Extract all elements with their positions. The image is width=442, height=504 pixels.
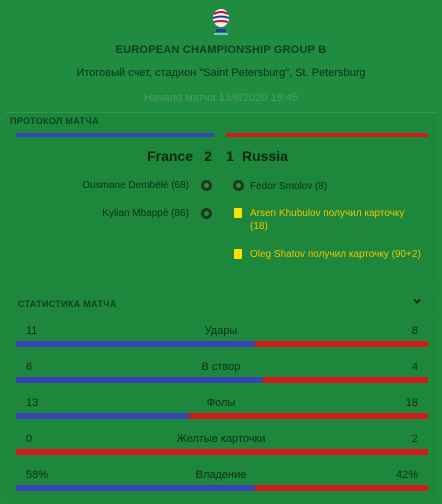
stat-comparison-bar xyxy=(16,413,428,419)
stat-home-value: 58% xyxy=(26,469,49,481)
stat-row: 0 Желтые карточки 2 xyxy=(6,426,436,462)
stats-title: СТАТИСТИКА МАТЧА xyxy=(18,299,117,309)
competition-title: EUROPEAN CHAMPIONSHIP GROUP B xyxy=(115,44,327,56)
stat-label: Удары xyxy=(204,325,238,337)
yellow-card-icon xyxy=(234,249,242,259)
stat-home-bar-fill xyxy=(16,413,189,419)
stat-home-bar-fill xyxy=(16,485,255,491)
away-card-event[interactable]: Arsen Khubulov получил карточку (18) xyxy=(250,208,405,232)
home-goal-event[interactable]: Kylian Mbappé (86) xyxy=(102,208,189,219)
home-team-name[interactable]: France xyxy=(147,148,193,164)
match-protocol-panel xyxy=(6,112,436,284)
stat-home-value: 11 xyxy=(26,325,38,337)
stat-label: В створ xyxy=(201,361,241,373)
yellow-card-icon xyxy=(234,208,242,218)
protocol-title: ПРОТОКОЛ МАТЧА xyxy=(10,116,99,126)
ball-icon xyxy=(233,180,244,191)
venue-line: Итоговый счет, стадион "Saint Petersburg… xyxy=(76,67,366,79)
kickoff-time: Начало матча 13/6/2020 19:45 xyxy=(143,92,299,104)
ball-icon xyxy=(201,208,212,219)
stat-comparison-bar xyxy=(16,377,428,383)
away-team-color-bar xyxy=(226,133,428,137)
scoreline: France 2 1 Russia xyxy=(0,148,442,166)
away-goal-event[interactable]: Fedor Smolov (8) xyxy=(250,181,328,192)
stat-away-value: 18 xyxy=(405,397,418,409)
away-goals: 1 xyxy=(226,148,234,164)
home-goal-event[interactable]: Ousmane Dembélé (68) xyxy=(82,180,189,191)
match-stats-header[interactable] xyxy=(6,290,436,316)
stat-home-bar-fill xyxy=(16,377,264,383)
stat-home-bar-fill xyxy=(16,341,255,347)
stat-label: Фолы xyxy=(206,397,236,409)
ball-icon xyxy=(201,180,212,191)
away-team-name[interactable]: Russia xyxy=(242,148,288,164)
chevron-down-icon[interactable] xyxy=(412,296,422,306)
euro-logo-icon xyxy=(212,9,230,35)
home-team-color-bar xyxy=(16,133,214,137)
stat-row: 11 Удары 8 xyxy=(6,318,436,354)
stat-home-value: 6 xyxy=(26,361,33,373)
stat-away-value: 8 xyxy=(411,325,418,337)
stat-label: Владение xyxy=(195,469,247,481)
stat-home-value: 13 xyxy=(26,397,39,409)
stat-away-value: 2 xyxy=(411,433,418,445)
stat-row: 58% Владение 42% xyxy=(6,462,436,498)
stat-row: 6 В створ 4 xyxy=(6,354,436,390)
stat-away-value: 4 xyxy=(411,361,418,373)
stat-home-value: 0 xyxy=(26,433,33,445)
stat-comparison-bar xyxy=(16,341,428,347)
home-goals: 2 xyxy=(204,148,212,164)
stat-row: 13 Фолы 18 xyxy=(6,390,436,426)
away-card-event[interactable]: Oleg Shatov получил карточку (90+2) xyxy=(250,249,421,260)
stat-label: Желтые карточки xyxy=(176,433,266,445)
stat-away-value: 42% xyxy=(395,469,418,481)
stat-comparison-bar xyxy=(16,449,428,455)
stat-comparison-bar xyxy=(16,485,428,491)
